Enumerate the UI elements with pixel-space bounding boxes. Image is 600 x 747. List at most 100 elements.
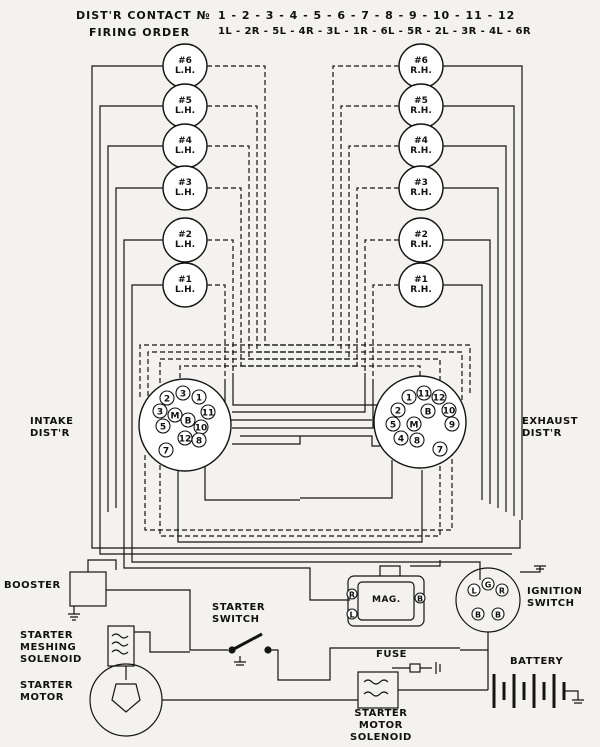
magneto-leads [379,560,441,576]
intake-terminal-5-ring [177,430,193,446]
ignition-terminal-4-label: B [495,611,501,620]
starter-switch-lead [268,647,460,681]
wire-lh6-outer [91,65,163,520]
cross-wire-11 [232,373,366,413]
intake-terminal-6-ring [155,418,171,434]
exhaust-terminal-1-ring [431,389,447,405]
exhaust-terminal-5-ring [409,432,425,448]
intake-terminal-7-label: 3 [157,408,163,418]
cyl-lh1 [162,262,208,308]
ignition-terminal-3-label: B [475,611,481,620]
intake-terminal-1-label: 1 [196,394,202,404]
ignition-terminal-0-ring [467,583,481,597]
wire-rh3-outer [443,187,499,508]
starter-motor-armature-icon [111,666,141,713]
motor-solenoid-coil-icon [363,679,389,697]
intake-terminal-2-ring [200,404,216,420]
harness-bus-1 [91,520,521,549]
booster-lead [87,559,117,572]
exhaust-terminal-10-label: B [425,408,432,418]
harness-bus-2 [99,516,512,555]
booster-to-switch [106,589,228,651]
ignition-lead [460,632,489,651]
wire-rh5-outer [443,105,515,516]
battery-ground-icon [564,690,584,704]
cyl-lh3 [162,165,208,211]
intake-terminal-11-ring [180,412,196,428]
ignition-terminal-2-label: R [499,587,505,596]
wire-rh4-outer [443,145,507,512]
intake-terminal-3-label: 10 [195,424,208,434]
exhaust-terminal-7-label: 5 [390,421,396,431]
lower-wire-4 [204,460,300,501]
cross-wire-4 [147,351,341,396]
cyl-rh3 [398,165,444,211]
exhaust-terminal-7-ring [385,416,401,432]
wire-rh1-outer [443,284,483,500]
wire-lh5-outer [99,105,163,516]
intake-terminal-7-ring [152,403,168,419]
ignition-terminal-0-label: L [471,587,476,596]
intake-terminal-2-label: 11 [202,409,215,419]
exhaust-terminal-0-ring [416,385,432,401]
exhaust-terminal-2-ring [441,402,457,418]
booster-box [69,571,107,607]
intake-terminal-8-ring [159,390,175,406]
cross-wire-5 [249,358,441,380]
wire-lh5-dash [207,105,258,352]
harness-bus-4 [123,504,350,601]
cross-wire-12 [232,380,374,429]
intake-terminal-9-ring [158,442,174,458]
meshing-solenoid-coil-icon [111,633,129,655]
exhaust-terminal-3-label: 9 [449,421,455,431]
magneto-terminal-1-label: L [349,611,354,620]
exhaust-terminal-3-ring [444,416,460,432]
cross-wire-8 [179,365,357,384]
magneto-terminals: RLB [346,588,426,620]
intake-terminal-9-label: 7 [163,447,169,457]
ignition-terminal-1-label: G [485,581,492,590]
magneto-terminal-1-ring [346,608,358,620]
wire-rh2-dash [364,239,399,373]
cyl-rh1 [398,262,444,308]
ignition-terminal-1-ring [481,577,495,591]
wire-rh6-outer [443,65,523,520]
lower-wire-3 [177,470,423,543]
lower-wire-2 [159,465,441,537]
cross-wire-1 [265,344,471,395]
wire-lh6-dash [207,65,266,345]
intake-terminal-10-ring [167,407,183,423]
ignition-switch-terminals: LGR B B [467,577,509,621]
intake-terminal-4-label: 8 [196,437,202,447]
wire-rh5-dash [340,105,399,352]
magneto-label: MAG. [372,595,401,605]
harness-bus-3 [131,500,481,580]
magneto-inner [357,581,415,621]
distributor-contact-label: DIST'R CONTACT № [76,9,211,22]
intake-terminal-1-ring [191,389,207,405]
battery-cells-icon [492,674,566,708]
wire-rh1-dash [372,284,399,380]
exhaust-terminal-4-label: 7 [437,446,443,456]
intake-terminal-8-label: 2 [164,395,170,405]
exhaust-terminal-9-ring [401,389,417,405]
cross-wire-6 [159,358,349,384]
ignition-terminal-4-ring [491,607,505,621]
wire-rh3-dash [356,187,399,366]
